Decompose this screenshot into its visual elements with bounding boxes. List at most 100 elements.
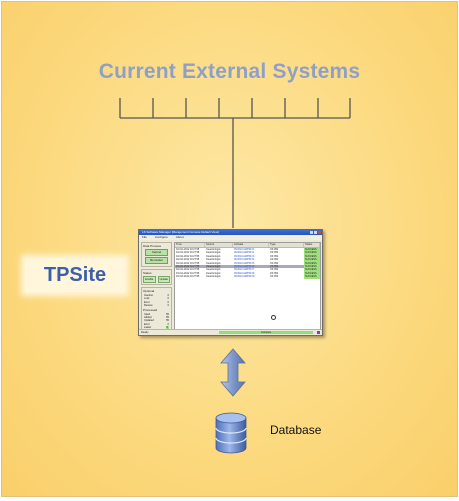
grid-cell-status: SUCCESS <box>304 258 320 262</box>
database-label: Database <box>270 423 322 437</box>
grid-cell-source: Clearinnings1 <box>206 261 221 265</box>
tray-icon <box>317 331 320 334</box>
app-side-panel: Data Process Cancel Reminder Status Enab… <box>141 242 172 332</box>
grid-cell-activate: 09:0024 AM/PM 09 <box>234 275 255 279</box>
grid-header-status[interactable]: Status <box>304 243 320 247</box>
tpsite-label: TPSite <box>25 259 125 292</box>
grid-header-source[interactable]: Source <box>205 243 233 247</box>
maximize-icon[interactable] <box>314 231 317 234</box>
grid-cell-status: SUCCESS <box>304 271 320 276</box>
details-heading: Optional <box>143 289 155 293</box>
grid-cell-type: OK 952 <box>270 271 279 275</box>
data-process-panel: Data Process Cancel Reminder <box>141 242 172 267</box>
grid-cell-status: SUCCESS <box>304 261 320 265</box>
menu-about[interactable]: About <box>175 235 184 239</box>
system-connector-tree <box>119 98 351 228</box>
minimize-icon[interactable] <box>310 231 313 234</box>
update-button[interactable]: Update <box>157 276 170 283</box>
grid-cell-type: OK 952 <box>270 258 279 262</box>
grid-cell-time: 04-Oct-2012 10:27:55 <box>176 268 200 272</box>
grid-cell-activate: 09:0024 AM/PM 07 <box>234 268 255 272</box>
grid-cell-type: OK 952 <box>270 275 279 279</box>
grid-cell-status: SUCCESS <box>304 248 320 252</box>
app-status-bar: Ready Complete <box>139 329 322 335</box>
grid-cell-source: Clearinnings1 <box>206 248 221 251</box>
diagram-title: Current External Systems <box>98 60 361 83</box>
grid-cell-activate: 09:0024 AM/PM 05 <box>234 261 255 265</box>
grid-cell-status: SUCCESS <box>304 254 320 259</box>
menu-file[interactable]: File <box>142 235 147 239</box>
double-arrow-icon <box>220 348 246 397</box>
table-row[interactable]: 04-Oct-2012 10:27:55 Clearinnings1 09:0024… <box>175 258 320 262</box>
grid-cell-time: 04-Oct-2012 10:27:55 <box>176 264 200 268</box>
grid-header-activate[interactable]: Activate <box>233 243 269 247</box>
grid-header-time[interactable]: Time <box>175 243 205 247</box>
data-process-heading: Data Process <box>143 244 162 248</box>
enable-button[interactable]: Enable <box>143 276 156 283</box>
grid-cell-activate: 09:0024 AM/PM 01 <box>234 248 255 251</box>
grid-cell-activate: 09:0024 AM/PM 03 <box>234 254 255 258</box>
grid-cell-time: 04-Oct-2012 10:27:55 <box>176 251 200 255</box>
mouse-cursor-icon <box>271 315 276 320</box>
close-icon[interactable] <box>318 231 321 234</box>
grid-header-row: Time Source Activate Type Status <box>175 243 320 248</box>
grid-cell-type: OK 952 <box>270 268 279 272</box>
grid-cell-status: SUCCESS <box>304 268 320 272</box>
table-row[interactable]: 04-Oct-2012 10:27:55 Clearinnings1 09:0024… <box>175 275 320 279</box>
grid-cell-activate: 09:0024 AM/PM 02 <box>234 251 255 255</box>
grid-cell-status: SUCCESS <box>304 275 320 279</box>
grid-cell-activate: 09:0024 AM/PM 06 <box>234 264 255 268</box>
grid-cell-source: Clearinnings1 <box>206 251 221 255</box>
grid-cell-status: SUCCESS <box>304 251 320 255</box>
grid-cell-status: SUCCESS <box>304 264 320 269</box>
status-heading: Status <box>143 271 152 275</box>
grid-cell-time: 04-Oct-2012 10:27:55 <box>176 248 200 251</box>
grid-cell-source: Clearinnings1 <box>206 264 221 268</box>
status-panel: Status Enable Update <box>141 269 172 285</box>
app-menubar: File Configure About <box>139 235 322 240</box>
grid-cell-type: OK 952 <box>270 254 279 258</box>
database-icon <box>215 412 247 454</box>
grid-cell-time: 04-Oct-2012 10:27:55 <box>176 261 200 265</box>
grid-header-type[interactable]: Type <box>269 243 304 247</box>
grid-cell-type: OK 952 <box>270 261 279 265</box>
reminder-button[interactable]: Reminder <box>145 257 168 264</box>
grid-cell-source: Clearinnings1 <box>206 254 221 258</box>
progress-bar: Complete <box>219 331 313 334</box>
grid-cell-source: Clearinnings1 <box>206 275 221 279</box>
grid-cell-type: OK 952 <box>270 251 279 255</box>
grid-cell-type: OK 952 <box>270 248 279 251</box>
table-row[interactable]: 04-Oct-2012 10:27:55 Clearinnings1 09:0024… <box>175 251 320 255</box>
grid-cell-time: 04-Oct-2012 10:27:55 <box>176 275 200 279</box>
table-row[interactable]: 04-Oct-2012 10:27:55 Clearinnings1 09:0024… <box>175 261 320 265</box>
grid-cell-time: 04-Oct-2012 10:27:55 <box>176 271 200 275</box>
cancel-button[interactable]: Cancel <box>145 249 168 256</box>
table-row[interactable]: 04-Oct-2012 10:27:55 Clearinnings1 09:0024… <box>175 254 320 259</box>
grid-cell-source: Clearinnings1 <box>206 271 221 275</box>
activity-grid[interactable]: Time Source Activate Type Status 04-Oct-… <box>174 242 321 330</box>
grid-cell-activate: 09:0024 AM/PM 04 <box>234 258 255 262</box>
grid-cell-time: 04-Oct-2012 10:27:55 <box>176 254 200 258</box>
window-controls <box>310 231 321 234</box>
app-titlebar: LS Software Manager [Mangement Console D… <box>139 230 322 235</box>
processed-heading: Processed <box>143 307 158 312</box>
menu-configure[interactable]: Configure <box>154 235 168 239</box>
status-text: Ready <box>141 331 149 334</box>
table-row[interactable]: 04-Oct-2012 10:27:55 Clearinnings1 09:0024… <box>175 264 320 269</box>
table-row[interactable]: 04-Oct-2012 10:27:55 Clearinnings1 09:0024… <box>175 248 320 252</box>
